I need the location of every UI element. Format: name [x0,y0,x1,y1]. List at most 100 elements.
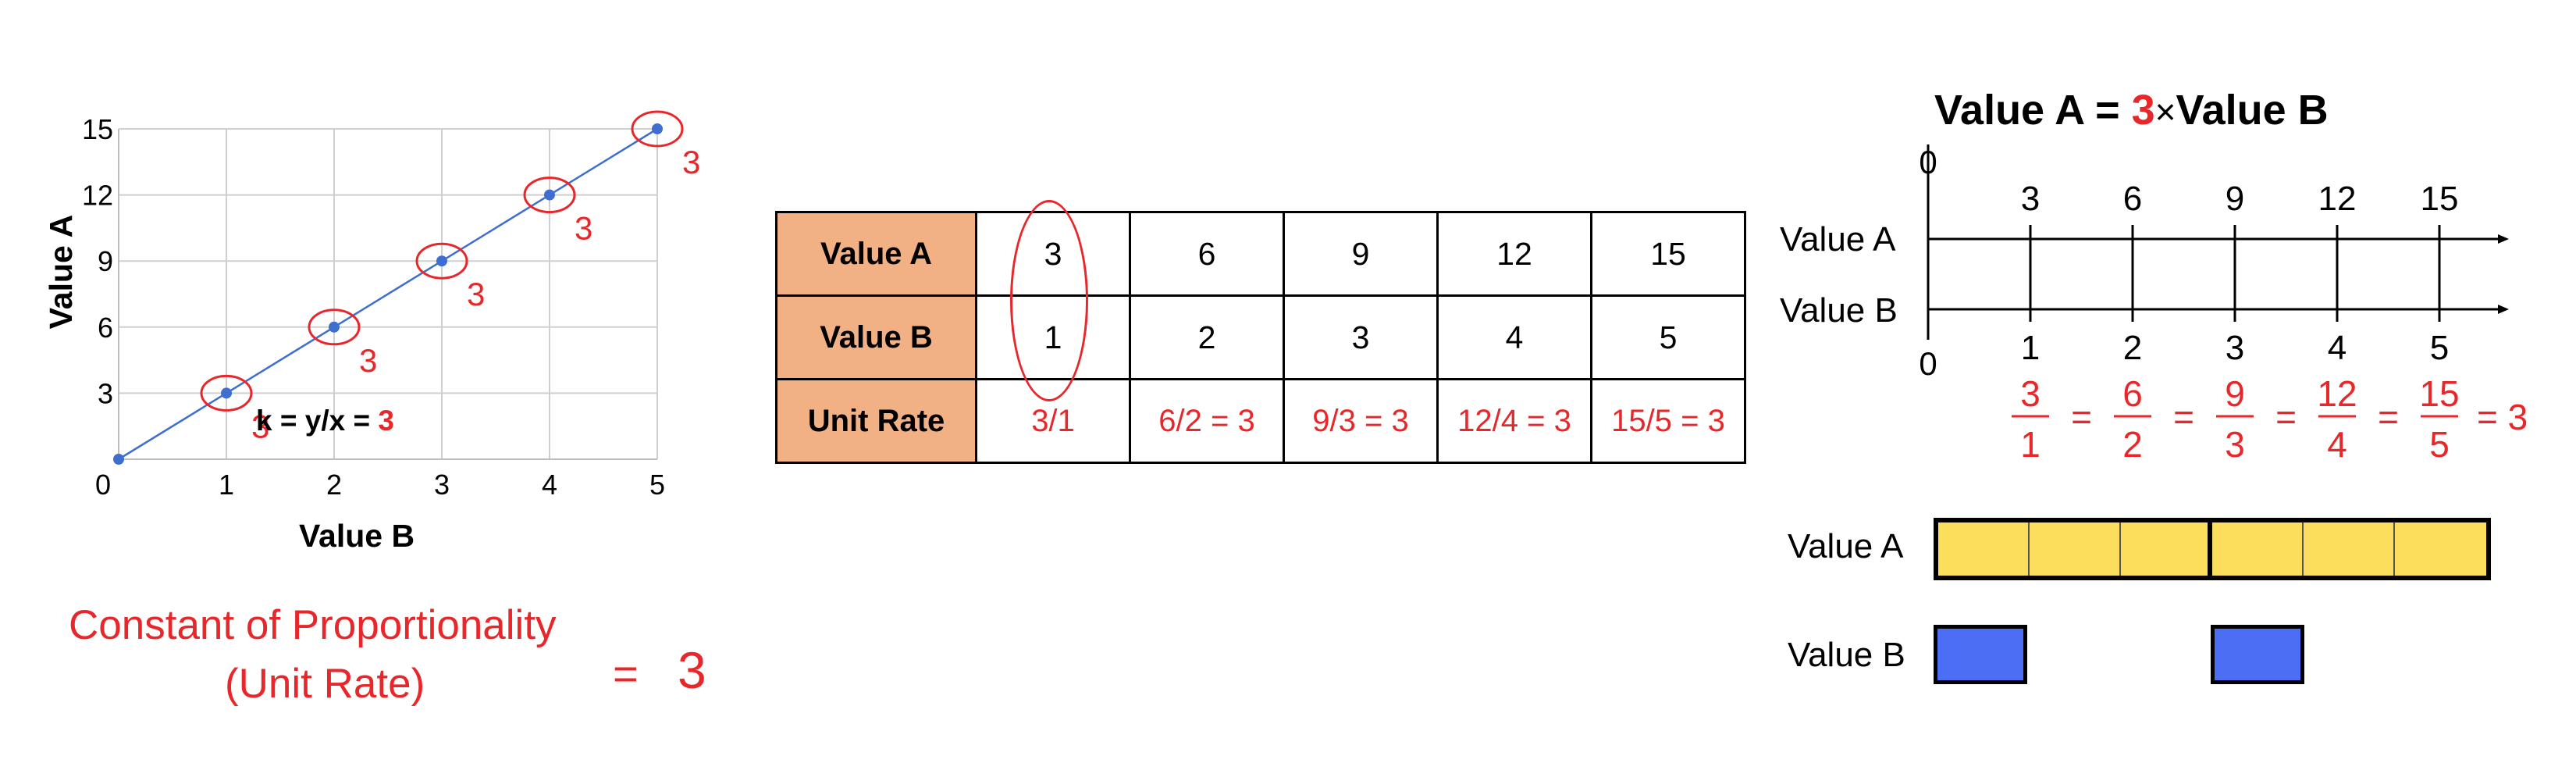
value-b-tick-label: 2 [2123,329,2142,367]
row-header-value-a: Value A [775,211,977,297]
data-point [652,123,663,134]
y-tick-label: 6 [98,312,113,344]
table-cell: 5 [1590,294,1746,380]
tape-value-a [1934,518,2491,580]
numline-label-value-b: Value B [1780,291,1898,330]
value-a-tick-label: 15 [2421,180,2459,218]
table-row-unit-rate: Unit Rate 3/1 6/2 = 3 9/3 = 3 12/4 = 3 1… [775,378,1746,464]
equation-factor: 3 [2131,87,2155,134]
table-cell: 4 [1436,294,1592,380]
fraction-denominator: 4 [2327,424,2347,465]
point-rate-label: 3 [251,408,269,444]
equation-right: Value B [2176,87,2329,134]
point-rate-label: 3 [575,210,592,247]
tape-label-value-b: Value B [1788,636,1905,674]
point-rate-label: 3 [359,342,377,379]
data-point [113,454,124,465]
tape-block-value-b [1934,625,2027,684]
equals-sign: = [2071,397,2092,437]
k-formula-text: k = y/x = [256,405,379,437]
arrow-head [2498,305,2509,314]
y-tick-label: 9 [98,245,113,277]
point-highlight-circle [308,308,361,346]
fraction-numerator: 9 [2225,373,2245,414]
value-a-tick-label: 3 [2021,180,2040,218]
zero-label-bottom: 0 [1919,345,1937,382]
fraction-denominator: 2 [2122,424,2143,465]
data-point [436,255,447,267]
x-tick-label: 5 [649,469,665,501]
fraction-denominator: 3 [2225,424,2245,465]
value-a-tick-label: 9 [2226,180,2244,218]
y-tick-label: 3 [98,377,113,409]
zero-label-top: 0 [1919,144,1937,180]
point-rate-label: 3 [467,276,485,312]
table-cell: 6 [1129,211,1285,297]
tape-unit-cell [2121,522,2212,576]
table-row-value-a: Value A 3 6 9 12 15 [775,211,1746,297]
table-cell: 9 [1283,211,1439,297]
value-b-tick-label: 4 [2328,329,2347,367]
fraction-result: = 3 [2477,397,2528,437]
point-rate-label: 3 [682,144,700,180]
k-value: 3 [378,405,394,437]
x-tick-label: 3 [434,469,450,501]
table-cell: 15 [1590,211,1746,297]
tape-label-value-a: Value A [1788,527,1904,565]
equals-sign: = [2378,397,2399,437]
value-a-tick-label: 12 [2318,180,2357,218]
y-axis-title: Value A [43,215,79,330]
tape-unit-cell [2395,522,2486,576]
tape-unit-cell [1938,522,2030,576]
times-sign: × [2154,91,2176,132]
equals-sign: = [2275,397,2297,437]
point-highlight-circle [631,110,684,148]
table-row-value-b: Value B 1 2 3 4 5 [775,294,1746,380]
fraction-denominator: 1 [2020,424,2041,465]
tape-unit-cell [2212,522,2304,576]
constant-value: 3 [678,641,706,699]
value-b-tick-label: 1 [2021,329,2040,367]
constant-title: Constant of Proportionality [69,602,557,648]
x-tick-label: 1 [219,469,234,501]
table-cell-rate: 12/4 = 3 [1436,378,1592,464]
point-highlight-circle [200,374,253,412]
data-point [221,387,232,399]
point-highlight-circle [523,177,576,214]
fraction-numerator: 3 [2020,373,2041,414]
table-cell: 3 [1283,294,1439,380]
table-cell-rate: 6/2 = 3 [1129,378,1285,464]
x-tick-label: 2 [326,469,342,501]
proportion-equation: Value A = 3×Value B [1934,86,2329,134]
value-b-tick-label: 3 [2226,329,2244,367]
table-cell-rate: 15/5 = 3 [1590,378,1746,464]
fraction-numerator: 6 [2122,373,2143,414]
data-point [329,321,340,333]
table-cell: 2 [1129,294,1285,380]
y-tick-label: 15 [82,113,113,145]
row-header-unit-rate: Unit Rate [775,378,977,464]
table-cell: 12 [1436,211,1592,297]
k-formula: k = y/x = 3 [256,405,394,437]
x-tick-label: 4 [542,469,557,501]
row-header-value-b: Value B [775,294,977,380]
numline-label-value-a: Value A [1780,220,1896,259]
point-highlight-circle [415,242,468,280]
fraction-numerator: 12 [2317,373,2357,414]
table-cell-rate: 9/3 = 3 [1283,378,1439,464]
data-point [544,189,555,201]
highlight-oval [1010,200,1088,401]
x-axis-title: Value B [299,518,415,554]
value-a-tick-label: 6 [2123,180,2142,218]
equation-left: Value A = [1934,87,2132,134]
y-tick-label: 12 [82,180,113,212]
fraction-numerator: 15 [2419,373,2459,414]
x-tick-label: 0 [95,469,111,501]
constant-subtitle: (Unit Rate) [225,661,425,707]
tape-unit-cell [2304,522,2395,576]
ratio-table: Value A 3 6 9 12 15 Value B 1 2 3 4 5 Un… [775,211,1746,464]
tape-unit-cell [2030,522,2121,576]
value-b-tick-label: 5 [2430,329,2449,367]
